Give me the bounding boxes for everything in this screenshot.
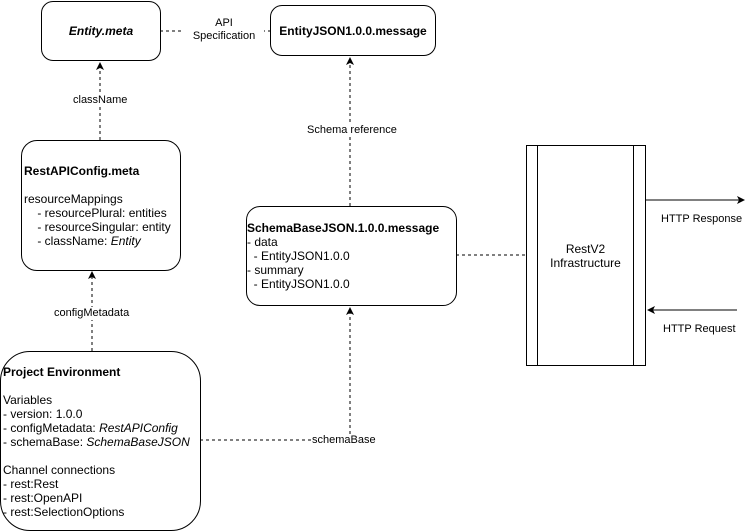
variables-heading: Variables [3,393,53,407]
variable-item: - version: 1.0.0 [3,407,83,421]
mapping-item: - className: Entity [24,234,141,248]
class-name-label: className [73,94,128,107]
entity-json-node[interactable]: EntityJSON1.0.0.message [270,5,436,56]
project-environment-title: Project Environment [3,365,121,379]
variable-item: - configMetadata: RestAPIConfig [3,421,178,435]
restv2-title-line2: Infrastructure [550,255,621,270]
schema-base-json-node[interactable]: SchemaBaseJSON.1.0.0.message - data - En… [246,206,457,306]
rest-api-config-node[interactable]: RestAPIConfig.meta resourceMappings - re… [21,140,181,271]
schema-field: - summary [247,263,304,277]
mapping-item: - resourceSingular: entity [24,220,171,234]
channel-item: - rest:OpenAPI [3,491,83,505]
config-metadata-label: configMetadata [54,307,130,320]
resource-mappings-heading: resourceMappings [24,192,123,206]
mapping-item: - resourcePlural: entities [24,206,167,220]
restv2-process-shape [526,145,646,366]
restv2-title-line1: RestV2 [565,241,606,256]
schema-reference-label: Schema reference [307,124,397,137]
schema-field: - EntityJSON1.0.0 [247,277,350,291]
schema-base-json-title: SchemaBaseJSON.1.0.0.message [247,221,440,235]
http-response-label: HTTP Response [661,213,743,226]
http-request-label: HTTP Request [663,323,736,336]
schema-base-edge [200,307,354,441]
schema-field: - EntityJSON1.0.0 [247,249,350,263]
schema-field: - data [247,235,278,249]
channel-item: - rest:SelectionOptions [3,505,125,519]
rest-api-config-title: RestAPIConfig.meta [24,164,140,178]
entity-meta-title: Entity.meta [68,24,134,38]
restv2-node[interactable]: RestV2 Infrastructure [538,146,633,365]
entity-meta-node[interactable]: Entity.meta [41,1,161,61]
schema-base-label: schemaBase [312,434,376,447]
variable-item: - schemaBase: SchemaBaseJSON [3,435,190,449]
channels-heading: Channel connections [3,463,116,477]
project-environment-node[interactable]: Project Environment Variables - version:… [0,351,201,531]
channel-item: - rest:Rest [3,477,59,491]
entity-json-title: EntityJSON1.0.0.message [279,23,427,38]
